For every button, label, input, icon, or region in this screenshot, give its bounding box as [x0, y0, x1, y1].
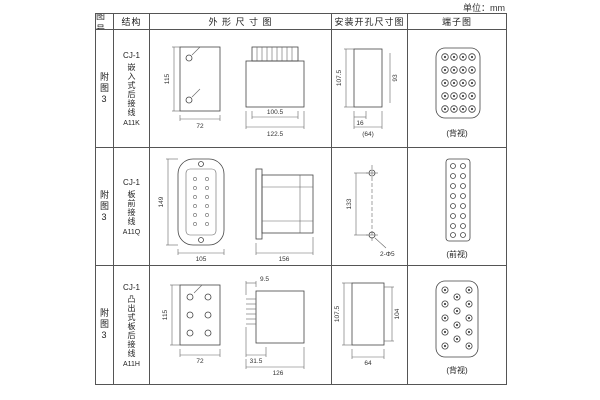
mounting-drawing-holes: 133 2-Φ5	[346, 164, 395, 258]
structure-desc: 嵌入式后接线	[127, 62, 136, 117]
dim-width: 105	[195, 256, 206, 263]
unit-label: 单位：mm	[463, 3, 505, 13]
table-row-3-outline-drawing: 115 72 9.5 31.5	[150, 266, 332, 384]
dim-projection: 31.5	[249, 358, 262, 365]
terminal-view-label: (背视)	[446, 129, 468, 138]
dim-pin-length: 9.5	[260, 276, 269, 283]
col-header-mounting-holes: 安装开孔尺寸图	[332, 14, 408, 30]
dim-hole-width: 16	[356, 120, 364, 127]
table-row-2-structure: CJ-1 板前接线 A11Q	[114, 148, 150, 266]
table-row-3-fig-no: 附图3	[96, 266, 114, 384]
structure-desc: 板前接线	[127, 189, 136, 226]
table-row-1-structure: CJ-1 嵌入式后接线 A11K	[114, 30, 150, 148]
table-row-3-mounting-drawing: 107.5 104 64	[332, 266, 408, 384]
dim-width: 72	[196, 358, 204, 365]
outline-drawing-projecting: 115 72 9.5 31.5	[162, 276, 304, 377]
type-code: A11Q	[122, 228, 141, 236]
type-code: A11H	[123, 360, 140, 368]
dim-height: 115	[162, 309, 169, 320]
table-row-2-mounting-drawing: 133 2-Φ5	[332, 148, 408, 266]
model-label: CJ-1	[123, 50, 140, 60]
outline-drawing-embedded: 115 72 100.5	[164, 46, 304, 138]
table-row-2-fig-no: 附图3	[96, 148, 114, 266]
dim-cutout-width: 64	[364, 360, 372, 367]
dim-overall-depth: 126	[272, 370, 283, 377]
fig-label: 附图3	[99, 189, 109, 224]
dim-cutout-height: 107.5	[334, 305, 341, 322]
outline-drawing-front-wired: 149 105 156	[158, 158, 313, 263]
mounting-drawing-embedded: 107.5 93 16 (64)	[336, 48, 399, 138]
col-header-fig-no: 图号	[96, 14, 114, 30]
dim-height: 149	[158, 196, 165, 207]
type-code: A11K	[123, 119, 140, 127]
col-header-structure: 结构	[114, 14, 150, 30]
dim-overall-width: 122.5	[266, 131, 283, 138]
table-row-1-terminal-diagram: (背视)	[408, 30, 506, 148]
table-row-2-terminal-diagram: (前视)	[408, 148, 506, 266]
structure-desc: 凸出式板后接线	[127, 294, 136, 358]
table-row-1-outline-drawing: 115 72 100.5	[150, 30, 332, 148]
terminal-view-label: (背视)	[446, 365, 468, 375]
table-row-1-mounting-drawing: 107.5 93 16 (64)	[332, 30, 408, 148]
spec-table: 图号 结构 外 形 尺 寸 图 安装开孔尺寸图 端子图 附图3 CJ-1 嵌入式…	[95, 13, 507, 385]
terminal-grid-back-projecting	[435, 280, 479, 357]
table-row-3-terminal-diagram: (背视)	[408, 266, 506, 384]
dim-width: 72	[196, 123, 204, 130]
table-row-3-structure: CJ-1 凸出式板后接线 A11H	[114, 266, 150, 384]
hole-spec-note: 2-Φ5	[380, 251, 395, 258]
col-header-terminal-diagram: 端子图	[408, 14, 506, 30]
table-row-2-outline-drawing: 149 105 156	[150, 148, 332, 266]
model-label: CJ-1	[123, 282, 140, 292]
model-label: CJ-1	[123, 177, 140, 187]
fig-label: 附图3	[99, 71, 109, 106]
dim-cutout-height-2: 104	[394, 308, 401, 319]
dim-inner-width: 100.5	[266, 109, 283, 116]
terminal-view-label: (前视)	[446, 250, 468, 259]
dim-hole-height: 107.5	[336, 69, 343, 86]
dim-depth: 156	[278, 256, 289, 263]
fig-label: 附图3	[99, 308, 109, 342]
col-header-outline-dims: 外 形 尺 寸 图	[150, 14, 332, 30]
dim-height: 115	[164, 73, 171, 84]
table-row-1-fig-no: 附图3	[96, 30, 114, 148]
dim-hole-spacing: 133	[346, 198, 353, 209]
dim-hole-width-2: (64)	[362, 131, 374, 138]
dim-hole-height-2: 93	[392, 74, 399, 82]
mounting-drawing-cutout: 107.5 104 64	[334, 282, 401, 367]
terminal-strip-front	[445, 158, 471, 242]
terminal-grid-back	[435, 47, 481, 119]
